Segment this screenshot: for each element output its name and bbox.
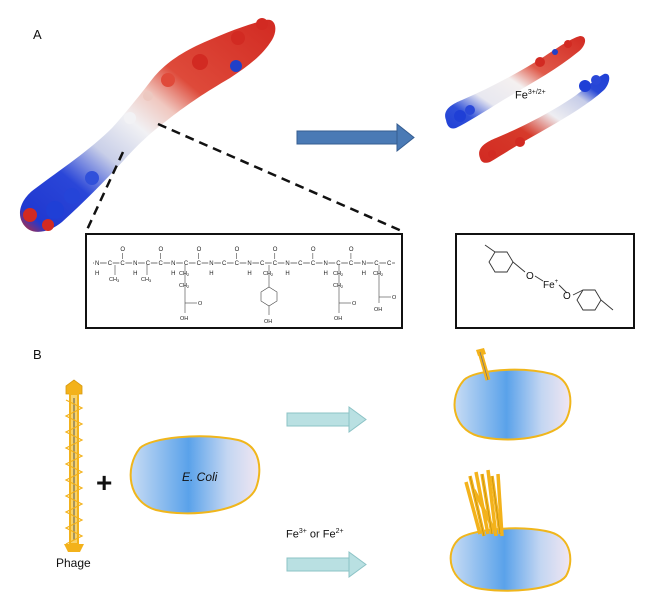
backbone-h: H [324,271,328,277]
complex-o-left: O [526,271,534,282]
side-oh-3: OH [334,316,342,322]
phage-label: Phage [56,556,91,570]
bound-phage-icon [476,348,491,381]
backbone-h: H [133,271,137,277]
protein-surface-top-right [445,36,586,129]
side-ch2-1: CH2 [179,271,190,277]
backbone-atom: C [260,261,265,267]
backbone-atom: N [171,261,175,267]
backbone-atom: N [133,261,137,267]
side-ch2-3: CH2 [263,271,274,277]
backbone-atom: C [349,261,354,267]
side-ch2-2: CH2 [179,283,190,289]
backbone-atom: C [311,261,316,267]
ion-label-charge: 3+/2+ [527,89,546,96]
complex-o-right: O [563,291,571,302]
backbone-atom: N [285,261,289,267]
backbone-atom: C [273,261,278,267]
side-ch2-4: CH2 [333,271,344,277]
ecoli-cell [129,435,261,515]
side-oh-2: OH [264,319,272,325]
panel-b-graphic: + [64,348,572,592]
backbone-h: H [95,271,99,277]
side-ch3-2: CH3 [141,277,152,283]
condition-or: or Fe [306,528,336,541]
side-o-2: O [352,301,357,307]
backbone-atom: C [158,261,163,267]
side-oh-1: OH [180,316,188,322]
backbone-o: O [197,247,202,253]
phage-icon [64,379,84,552]
arrow-no-iron [286,406,367,433]
protein-surface-large [19,18,276,232]
backbone-atom: N [209,261,213,267]
backbone-atom: N [324,261,328,267]
backbone-atom: N [247,261,251,267]
backbone-o: O [120,247,125,253]
backbone-o: O [349,247,354,253]
fe-complex-box: O Fe+ O [455,233,635,329]
side-oh-4: OH [374,307,382,313]
fe-complex-structure: O Fe+ O [484,244,614,311]
backbone-o: O [158,247,163,253]
backbone-atom: N [95,261,99,267]
backbone-atom: C [235,261,240,267]
panel-a-label: A [33,27,42,42]
backbone-o: O [273,247,278,253]
backbone-h: H [362,271,366,277]
backbone-atom: C [298,261,303,267]
panel-b-label: B [33,347,42,362]
complex-fe: Fe+ [543,279,559,291]
backbone-o: O [311,247,316,253]
condition-label: Fe3+ or Fe2+ [286,528,344,541]
condition-fe1: Fe [286,528,299,541]
backbone-o: O [235,247,240,253]
condition-charge1: 3+ [298,528,307,535]
backbone-atom: C [374,261,379,267]
side-ch2-6: CH2 [373,271,384,277]
backbone-h: H [285,271,289,277]
backbone-atom: C [222,261,227,267]
ion-label-base: Fe [515,89,528,102]
backbone-atom: C [146,261,151,267]
side-ch2-5: CH2 [333,283,344,289]
side-o-1: O [198,301,203,307]
backbone-atom: C [184,261,189,267]
side-ch3-1: CH3 [109,277,120,283]
backbone-atom: C [197,261,202,267]
plus-sign: + [96,467,112,498]
result-cell-single-phage [453,348,572,441]
ecoli-label: E. Coli [182,470,218,484]
ion-label: Fe3+/2+ [515,89,546,102]
backbone-h: H [247,271,251,277]
backbone-atom: C [336,261,341,267]
phage-bundle-icon [464,469,504,537]
backbone-atom: N [362,261,366,267]
backbone-h: H [171,271,175,277]
backbone-atom: C [387,261,392,267]
arrow-with-iron [286,551,367,578]
panel-a-graphic [19,18,610,234]
condition-charge2: 2+ [335,528,344,535]
side-o-3: O [392,295,397,301]
transition-arrow-a [296,122,415,153]
backbone-atom: C [108,261,113,267]
protein-surface-bottom-right [479,73,610,163]
backbone-atom: C [120,261,125,267]
backbone-h: H [209,271,213,277]
result-cell-phage-bundle [449,469,572,592]
